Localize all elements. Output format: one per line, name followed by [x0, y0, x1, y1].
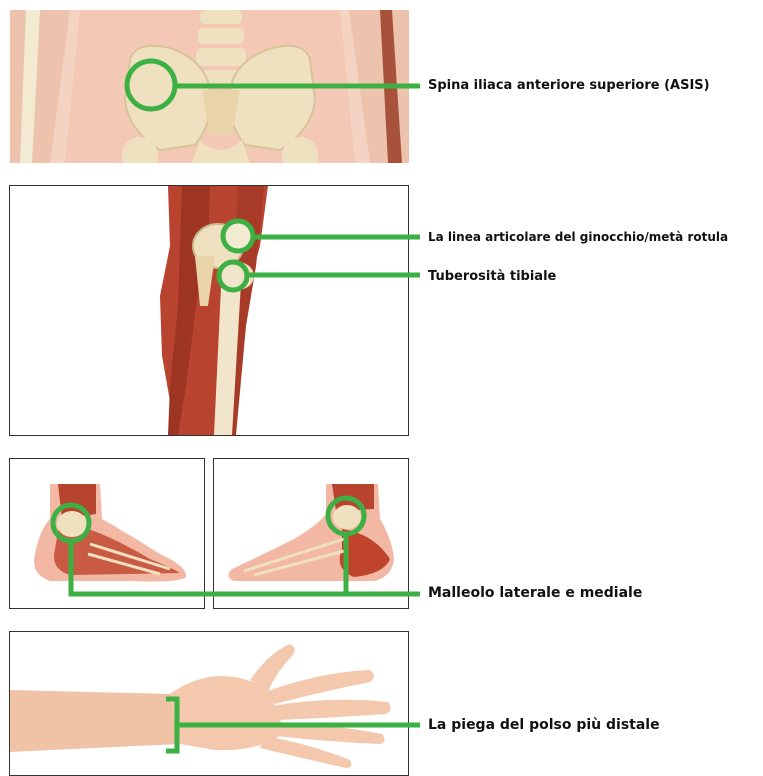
knee-joint-line-label: La linea articolare del ginocchio/metà r…	[428, 230, 728, 244]
medial-malleolus-marker-circle	[328, 498, 364, 534]
asis-marker-circle	[127, 61, 175, 109]
wrist-crease-label: La piega del polso più distale	[428, 717, 660, 733]
malleolus-label: Malleolo laterale e mediale	[428, 585, 642, 601]
lateral-malleolus-marker-circle	[53, 505, 89, 541]
asis-label: Spina iliaca anteriore superiore (ASIS)	[428, 78, 710, 93]
tibial-tuberosity-marker-circle	[219, 262, 247, 290]
wrist-crease-bracket	[166, 699, 177, 751]
tibial-tuberosity-label: Tuberosità tibiale	[428, 269, 556, 284]
malleolus-leader-line	[71, 541, 420, 594]
knee-joint-marker-circle	[223, 221, 253, 251]
